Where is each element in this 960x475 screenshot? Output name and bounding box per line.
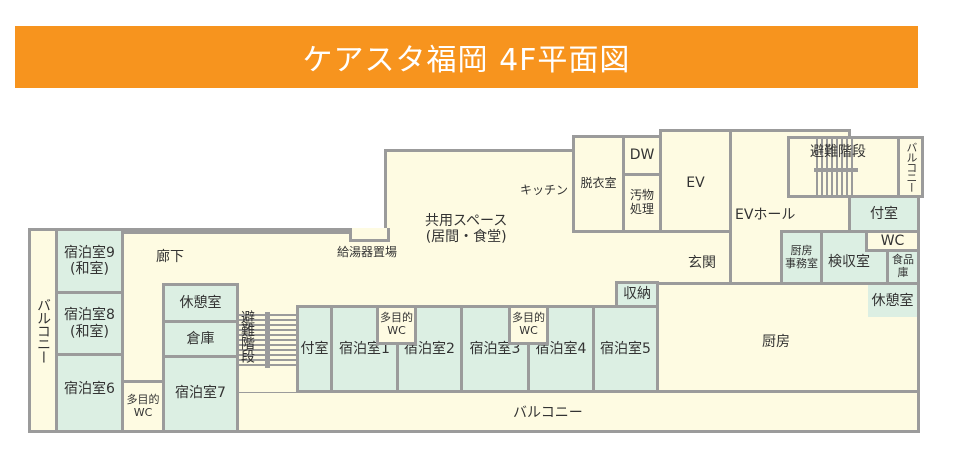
kitchen-office[interactable]: 厨房 事務室 [780,230,823,285]
wc-left[interactable]: 多目的 WC [121,380,165,433]
entrance-label: 玄関 [688,255,716,271]
heater-nook [349,228,390,242]
kitchen-label: 厨房 [762,334,790,350]
closet[interactable]: 収納 [615,281,659,308]
lounge-left[interactable]: 休憩室 [162,283,239,323]
stairs-left-label: 避難階段 [239,310,255,362]
room-6[interactable]: 宿泊室6 [55,353,124,433]
lounge-right[interactable]: 休憩室 [865,282,920,320]
wall [28,228,352,231]
wc-mid-2[interactable]: 多目的 WC [508,305,549,345]
heater-label: 給湯器置場 [337,245,398,259]
common-space-label: 共用スペース (居間・食堂) [425,213,508,246]
storage[interactable]: 倉庫 [162,320,239,358]
stair-tread [831,138,833,196]
room-9[interactable]: 宿泊室9 (和室) [55,228,124,294]
room-1[interactable]: 宿泊室1 [330,305,399,393]
kitchen-fill [659,285,865,390]
page-title: ケアスタ福岡 4F平面図 [302,43,631,78]
kitchen-fill [859,320,917,390]
pantry[interactable]: 食品庫 [886,249,920,285]
stairs-right-label: 避難階段 [810,144,866,160]
soiled-utility[interactable]: 汚物 処理 [622,173,662,233]
changing-room[interactable]: 脱衣室 [572,135,625,233]
title-banner: ケアスタ福岡 4F平面図 [15,26,918,88]
dw[interactable]: DW [622,135,662,176]
annex-left[interactable]: 付室 [296,305,333,393]
stair-tread [836,138,838,196]
annex-right[interactable]: 付室 [848,195,920,233]
common-fill [387,152,575,242]
stair-tread [851,138,853,196]
stair-rail [265,312,270,368]
balcony-right: バルコニー [897,136,924,198]
wc-mid-1[interactable]: 多目的 WC [376,305,417,345]
wall [384,149,387,231]
ev-hall-label: EVホール [735,207,796,223]
corridor-fill [124,234,684,286]
stair-rail [814,168,858,172]
wall [384,149,574,152]
stairs-right[interactable] [787,136,900,198]
stair-tread [826,138,828,196]
room-7[interactable]: 宿泊室7 [162,355,239,433]
stair-tread [841,138,843,196]
corridor-label: 廊下 [156,249,184,265]
room-5[interactable]: 宿泊室5 [592,305,659,393]
stair-tread [816,138,818,196]
room-8[interactable]: 宿泊室8 (和室) [55,291,124,356]
elevator[interactable]: EV [659,129,732,233]
stair-tread [821,138,823,196]
balcony-bottom-label: バルコニー [513,405,583,421]
kitchenette-label: キッチン [520,183,569,197]
stair-tread [846,138,848,196]
balcony-left: バルコニー [28,228,58,433]
